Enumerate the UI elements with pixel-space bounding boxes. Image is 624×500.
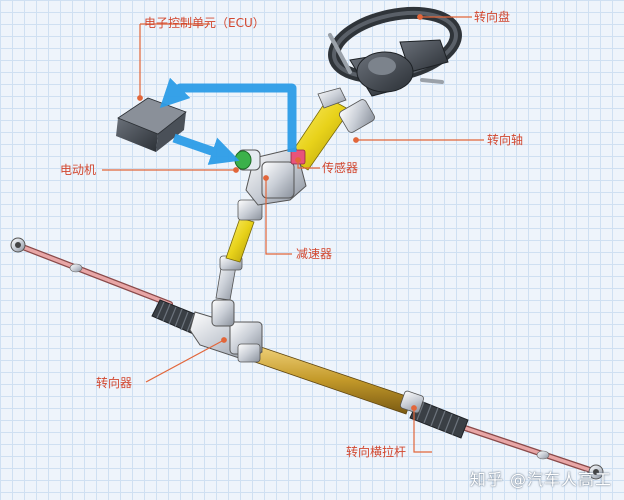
intermediate-shaft [215,199,263,301]
label-steering-wheel: 转向盘 [474,10,511,24]
signal-arrow-sensor-to-ecu [159,77,297,152]
motor-green-cap [234,150,252,170]
signal-arrow-ecu-to-motor [172,133,240,165]
tie-rod-right [462,425,604,480]
steering-gear-housing [189,299,263,363]
steering-wheel [328,6,462,97]
column-assembly [234,147,307,206]
ecu-box [116,97,187,152]
tie-rod-left [10,237,173,307]
label-reducer: 减速器 [296,247,333,261]
label-steering-shaft: 转向轴 [487,133,524,147]
callout-lines [102,14,484,453]
label-steering-gear: 转向器 [96,376,133,390]
label-motor: 电动机 [60,163,97,177]
steering-rack [248,344,424,415]
watermark: 知乎 @汽车人高工 [469,470,612,489]
label-sensor: 传感器 [322,161,359,175]
label-tie-rod: 转向横拉杆 [346,445,407,459]
label-ecu: 电子控制单元（ECU） [144,16,265,30]
